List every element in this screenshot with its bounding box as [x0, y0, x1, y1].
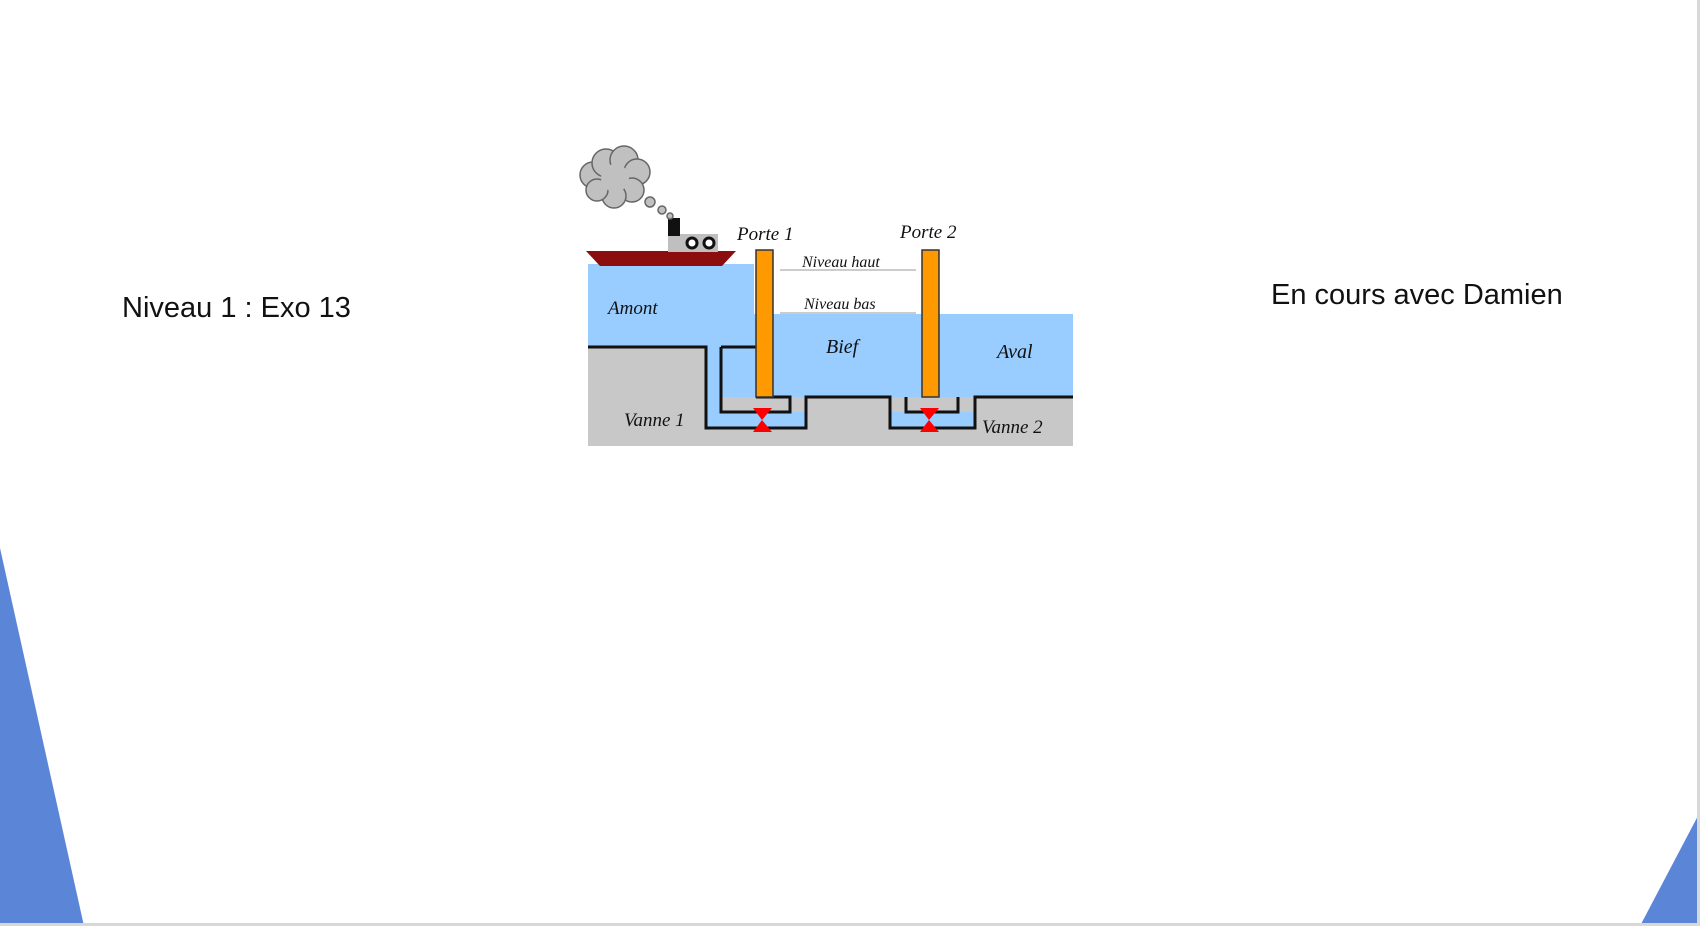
boat-porthole-1	[685, 236, 699, 250]
conduit-outline-1	[588, 345, 1073, 430]
vanne-1-label: Vanne 1	[624, 410, 685, 431]
aval-label: Aval	[995, 341, 1033, 363]
vanne-2-valve	[920, 408, 939, 432]
slide-frame-right	[1697, 0, 1700, 926]
smoke-cloud	[579, 145, 674, 220]
canal-lock-diagram: Porte 1 Porte 2 Niveau haut Niveau bas A…	[579, 145, 1073, 446]
conduit-water-1	[706, 347, 721, 427]
boat-hull	[586, 251, 736, 266]
niveau-haut-label: Niveau haut	[801, 254, 880, 271]
slide-status: En cours avec Damien	[1271, 279, 1563, 311]
niveau-bas-label: Niveau bas	[803, 296, 876, 313]
porte-1-gate	[755, 249, 774, 398]
slide-frame-bottom	[0, 923, 1700, 926]
conduit-water-1-bottom	[706, 412, 806, 427]
bief-label: Bief	[826, 336, 861, 358]
right-corner-triangle	[1640, 812, 1700, 926]
ground-sill-1	[806, 397, 890, 446]
porte-2-label: Porte 2	[899, 222, 957, 243]
amont-label: Amont	[606, 298, 658, 319]
vanne-2-label: Vanne 2	[982, 417, 1043, 438]
vanne-1-valve	[753, 408, 772, 432]
slide-title: Niveau 1 : Exo 13	[122, 292, 351, 324]
conduit-inner-1	[719, 347, 792, 414]
porte-2-gate	[921, 249, 940, 398]
left-corner-triangle	[0, 548, 84, 926]
boat-chimney	[668, 218, 680, 236]
boat-porthole-2	[702, 236, 716, 250]
water-bief	[721, 314, 921, 397]
conduit-water-2-bottom	[890, 412, 975, 427]
porte-1-label: Porte 1	[736, 224, 793, 245]
water-aval	[921, 314, 1073, 397]
